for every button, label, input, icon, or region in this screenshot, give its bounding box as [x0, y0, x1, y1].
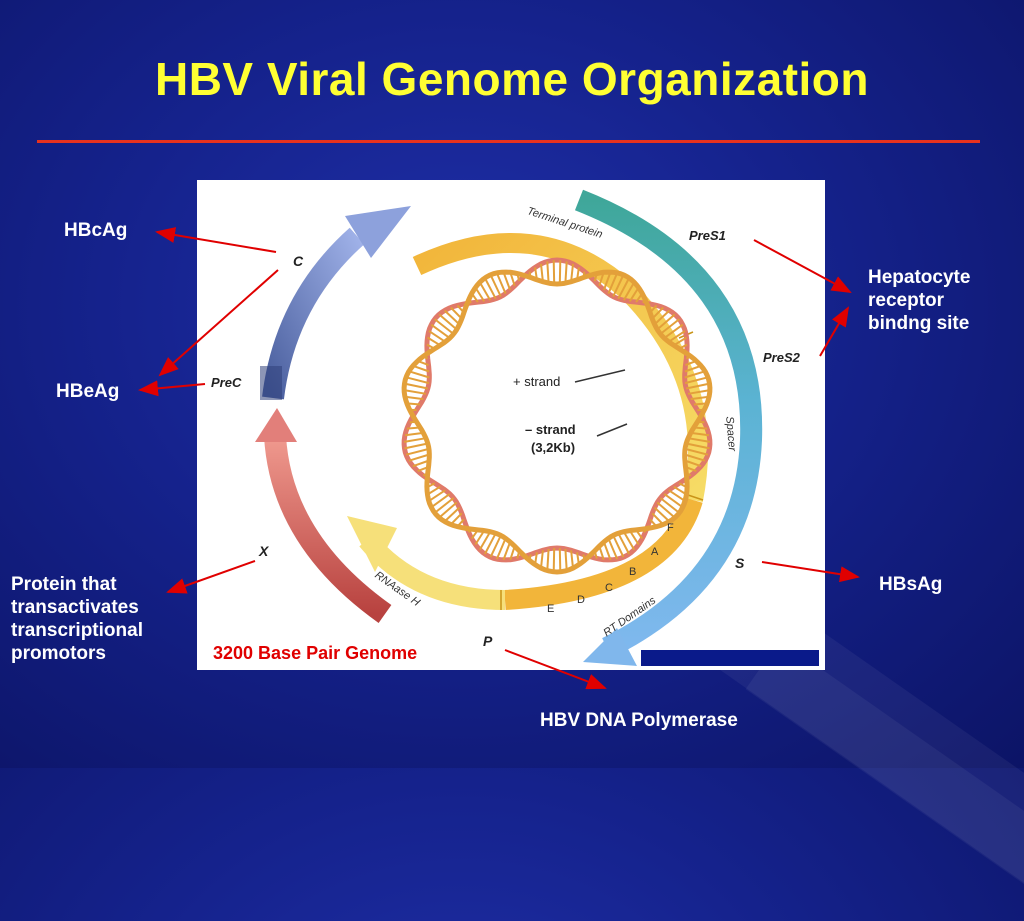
- arrow-to-polymerase: [505, 650, 605, 688]
- arrow-c-to-hbeag: [160, 270, 278, 375]
- arrow-to-hbsag: [762, 562, 858, 577]
- arrow-to-hbcag: [157, 232, 276, 252]
- arrow-to-x-protein: [168, 561, 255, 592]
- arrow-prec-to-hbeag: [140, 384, 205, 390]
- arrow-pres1-to-receptor: [754, 240, 850, 292]
- arrow-pres2-to-receptor: [820, 308, 848, 356]
- pointer-arrows: [0, 0, 1024, 768]
